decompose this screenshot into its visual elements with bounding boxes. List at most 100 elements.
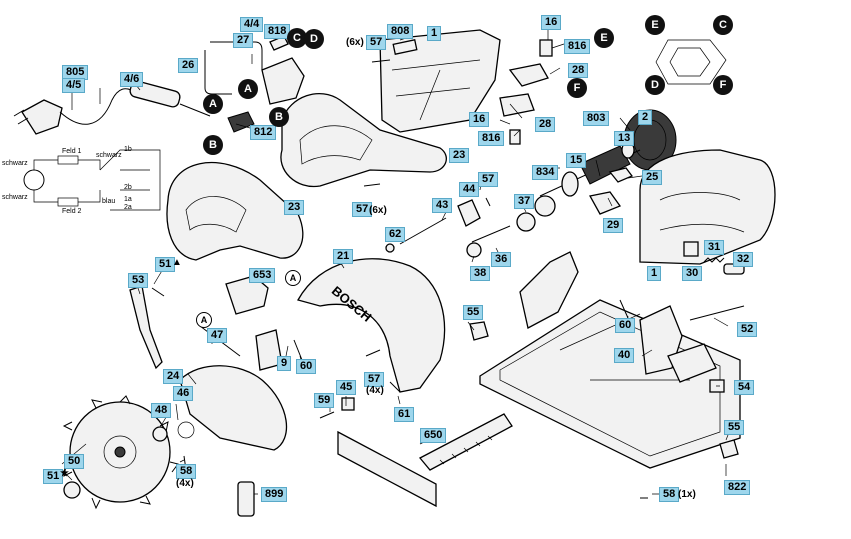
part-32-label: 32 [733, 252, 754, 267]
qty-6x-b-label: (6x) [369, 205, 387, 216]
part-899-label: 899 [261, 487, 288, 502]
ref-e-marker: E [594, 28, 614, 48]
part-62-label: 62 [385, 227, 406, 242]
part-4-5-label: 4/5 [62, 78, 86, 93]
part-43-label: 43 [432, 198, 453, 213]
ref-a-outline: A [285, 270, 301, 286]
ref-d-marker: D [304, 29, 324, 49]
part-23b-label: 23 [284, 200, 305, 215]
part-38-label: 38 [470, 266, 491, 281]
part-650-label: 650 [420, 428, 447, 443]
part-25-label: 25 [642, 170, 663, 185]
ref-a-marker-2: A [238, 79, 258, 99]
part-822-label: 822 [724, 480, 751, 495]
part-834-label: 834 [532, 165, 559, 180]
star-marker-b: ★ [60, 468, 69, 479]
part-52-label: 52 [737, 322, 758, 337]
part-53-label: 53 [128, 273, 149, 288]
part-13-label: 13 [614, 131, 635, 146]
qty-1x-label: (1x) [678, 489, 696, 500]
part-55-label: 55 [463, 305, 484, 320]
part-28b-label: 28 [535, 117, 556, 132]
wiring-blau: blau [102, 198, 116, 205]
part-808-label: 808 [387, 24, 414, 39]
handle-cover-top [280, 92, 447, 188]
lower-blade-guard [179, 365, 288, 451]
ref-e-marker-2: E [645, 15, 665, 35]
part-57b-label: 57 [352, 202, 373, 217]
gear-housing [639, 149, 776, 265]
qty-4x-b-label: (4x) [176, 478, 194, 489]
part-812-label: 812 [250, 125, 277, 140]
part-16-label: 16 [541, 15, 562, 30]
ref-c-marker-2: C [713, 15, 733, 35]
base-plate [469, 251, 745, 469]
brush [509, 129, 521, 145]
main-handle [166, 161, 304, 261]
qty-6x-label: (6x) [346, 37, 364, 48]
part-55b-label: 55 [724, 420, 745, 435]
part-57d-label: 57 [364, 372, 385, 387]
power-cord [13, 80, 211, 135]
part-4-4-label: 4/4 [240, 17, 264, 32]
armature [539, 141, 641, 197]
brush-cap [683, 241, 699, 257]
part-2-label: 2 [638, 110, 653, 125]
motor-housing [379, 29, 501, 133]
part-23-label: 23 [449, 148, 470, 163]
part-37-label: 37 [514, 194, 535, 209]
ref-f-marker-2: F [713, 75, 733, 95]
part-1-label: 1 [427, 26, 442, 41]
wiring-node-2b: 2b [124, 184, 132, 191]
part-24-label: 24 [163, 369, 184, 384]
part-58-label: 58 [176, 464, 197, 479]
gear [516, 212, 536, 232]
part-30-label: 30 [682, 266, 703, 281]
part-50-label: 50 [64, 454, 85, 469]
part-47-label: 47 [207, 328, 228, 343]
part-29-label: 29 [603, 218, 624, 233]
part-803-label: 803 [583, 111, 610, 126]
rip-fence [337, 413, 513, 508]
brush [539, 39, 553, 57]
part-54-label: 54 [734, 380, 755, 395]
part-28-label: 28 [568, 63, 589, 78]
part-51b-label: 51 [43, 469, 64, 484]
ref-a-outline-2: A [196, 312, 212, 328]
wiring-node-1a: 1a [124, 196, 132, 203]
ref-b-marker-2: B [269, 107, 289, 127]
part-45-label: 45 [336, 380, 357, 395]
ref-f-marker: F [567, 78, 587, 98]
ref-b-marker: B [203, 135, 223, 155]
bearing [534, 195, 556, 217]
part-4-6-label: 4/6 [120, 72, 144, 87]
saw-blade [62, 395, 179, 510]
part-26-label: 26 [178, 58, 199, 73]
star-marker: ▲ [172, 257, 182, 268]
part-805-label: 805 [62, 65, 89, 80]
part-58b-label: 58 [659, 487, 680, 502]
wiring-schwarz-1: schwarz [2, 160, 28, 167]
wiring-node-2a: 2a [124, 204, 132, 211]
part-57-label: 57 [366, 35, 387, 50]
part-59-label: 59 [314, 393, 335, 408]
wiring-schwarz-2: schwarz [2, 194, 28, 201]
part-36-label: 36 [491, 252, 512, 267]
part-816b-label: 816 [478, 131, 505, 146]
ref-a-marker: A [203, 94, 223, 114]
part-48-label: 48 [151, 403, 172, 418]
part-61-label: 61 [394, 407, 415, 422]
qty-4x-label: (4x) [366, 385, 384, 396]
part-40-label: 40 [614, 348, 635, 363]
part-46-label: 46 [173, 386, 194, 401]
part-21-label: 21 [333, 249, 354, 264]
part-57c-label: 57 [478, 172, 499, 187]
part-816-label: 816 [564, 39, 591, 54]
guard-lever [129, 285, 163, 370]
wiring-schwarz-3: schwarz [96, 152, 122, 159]
part-31-label: 31 [704, 240, 725, 255]
part-1b-label: 1 [647, 266, 662, 281]
ref-c-marker: C [287, 28, 307, 48]
